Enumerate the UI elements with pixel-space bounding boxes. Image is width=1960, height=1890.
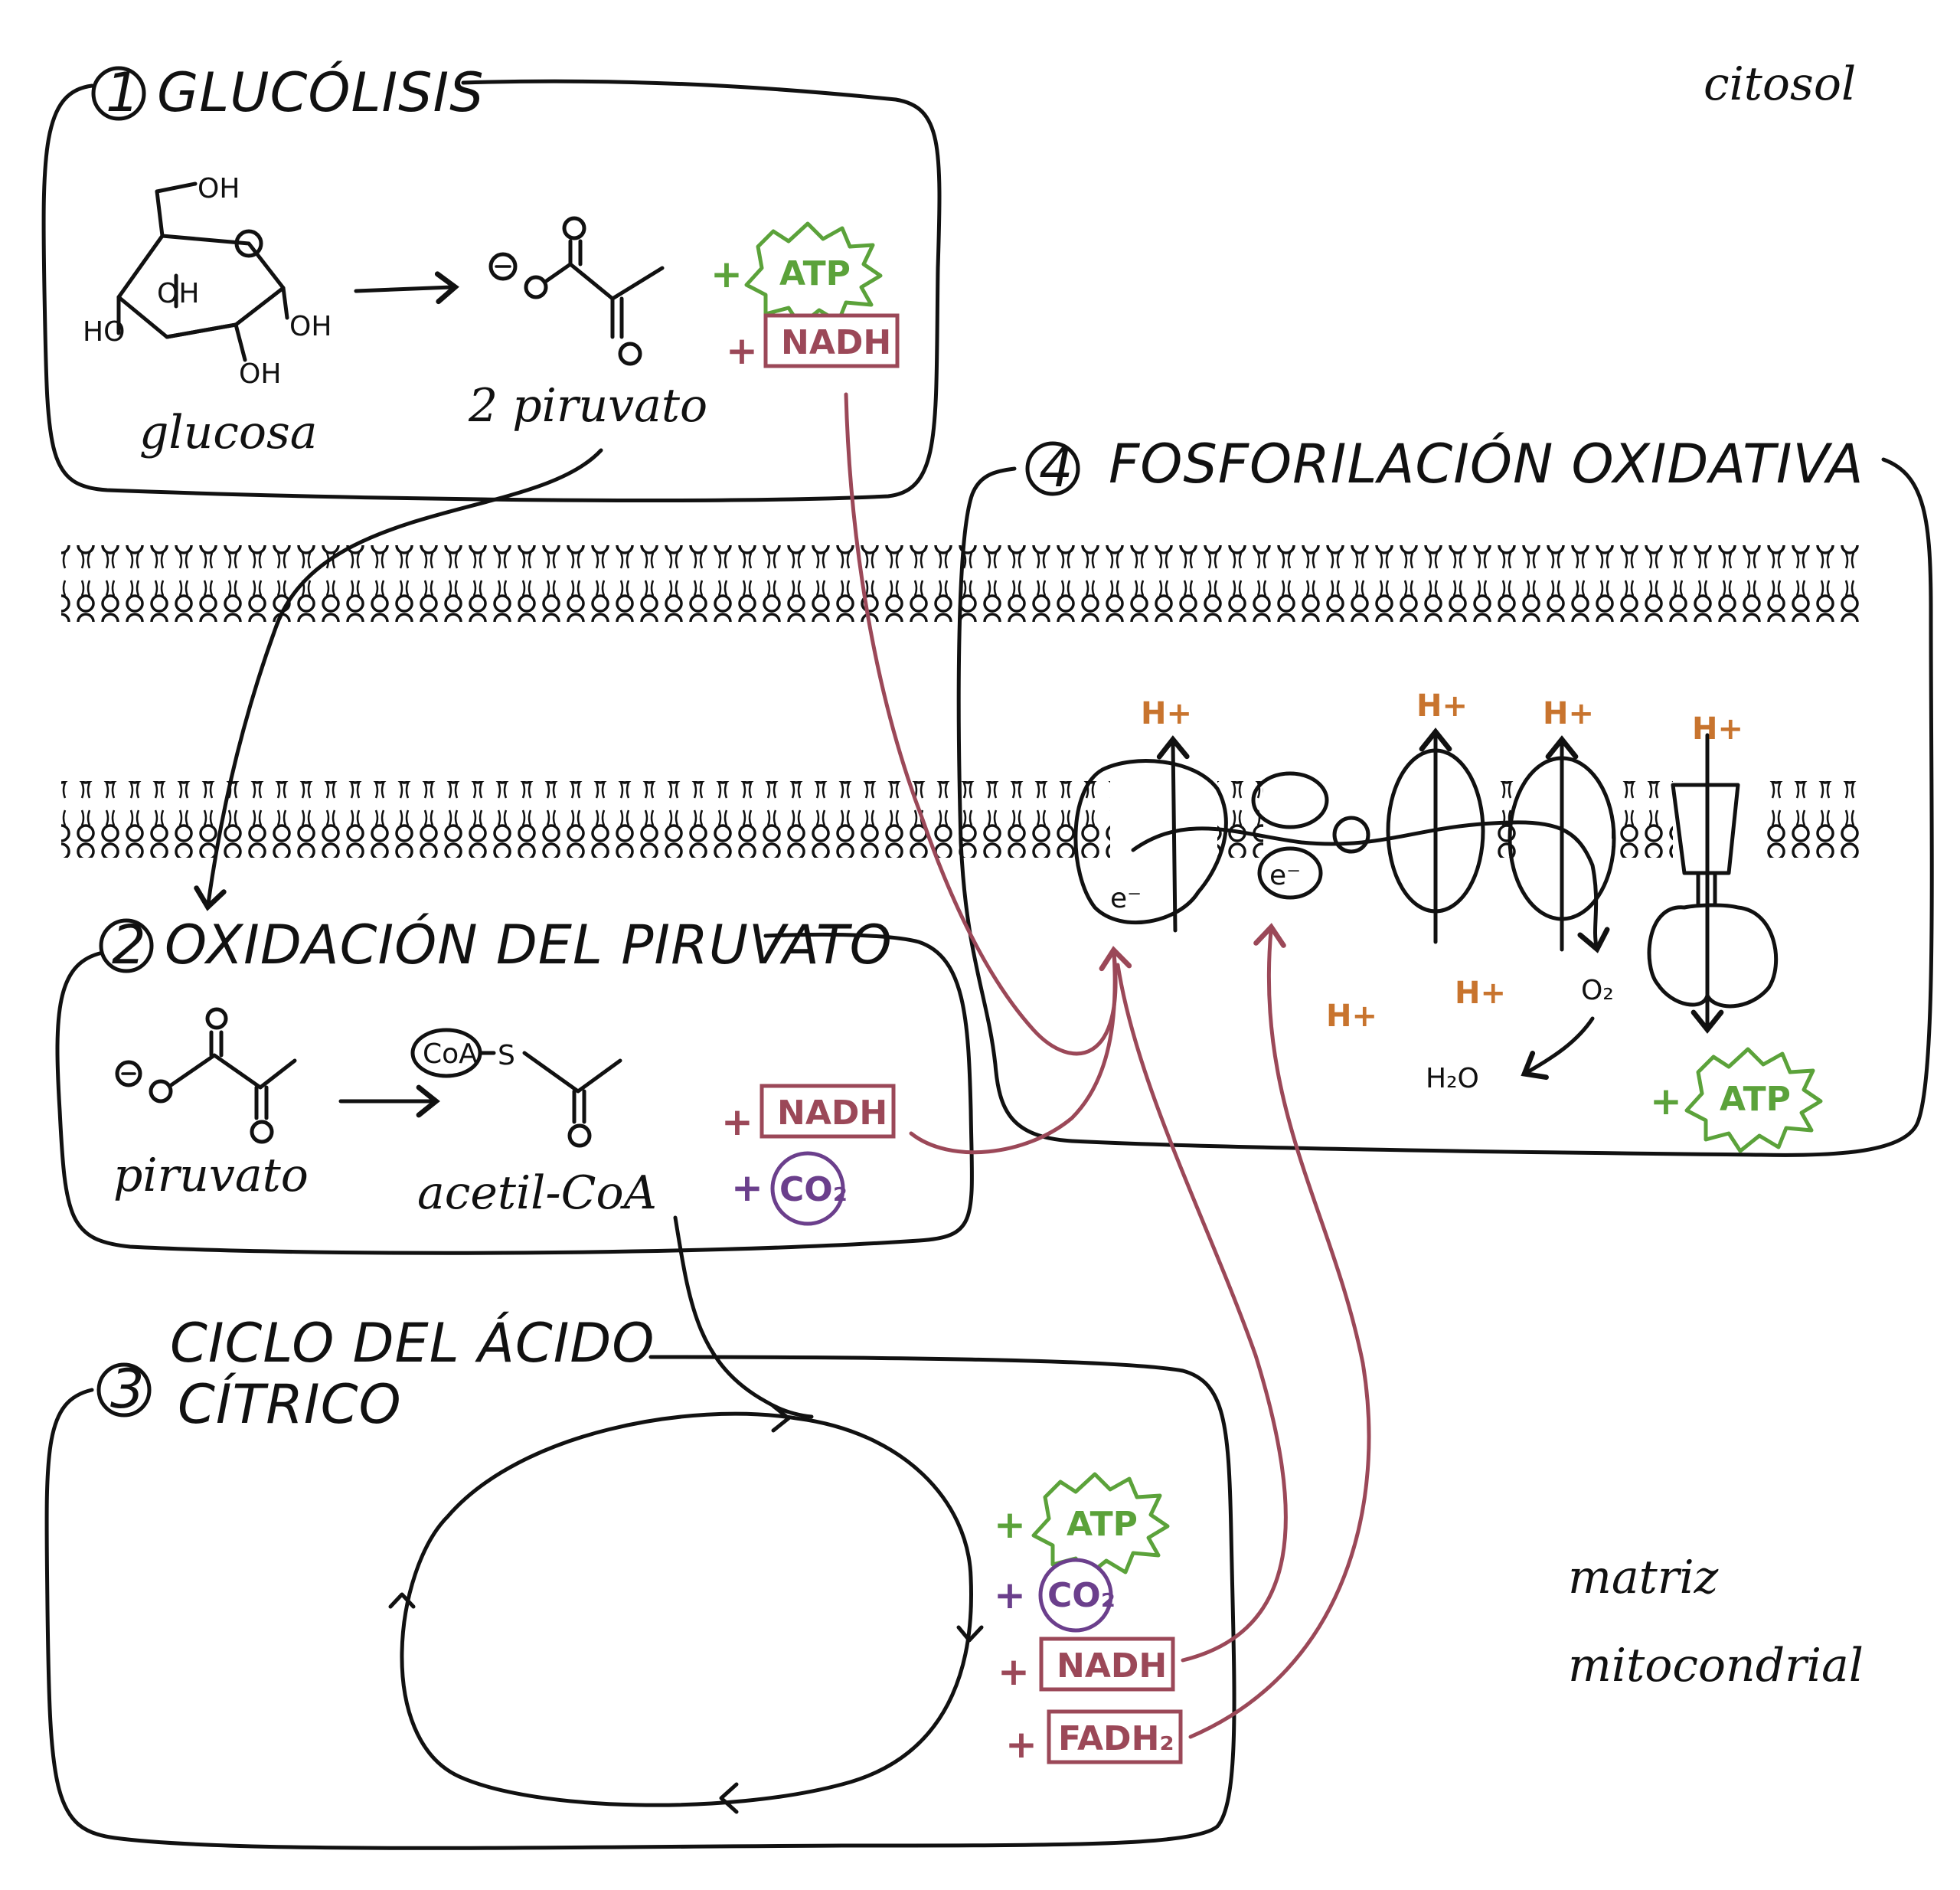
- output-plus-sign: +: [721, 1100, 753, 1144]
- inner-membrane: [61, 781, 1860, 858]
- proton-label: H+: [1416, 688, 1468, 724]
- acetyl-coa-label: acetil-CoA: [417, 1166, 657, 1220]
- proton-label: H+: [1692, 711, 1743, 747]
- stage-number-badge: [1025, 441, 1080, 496]
- oxidative-phosphorylation-box: 4 FOSFORILACIÓN OXIDATIVA e⁻ e⁻: [956, 433, 1934, 1157]
- oh-label: HO: [83, 316, 125, 348]
- complex-i: e⁻: [1073, 735, 1228, 933]
- co2-label: CO₂: [1047, 1576, 1116, 1615]
- proton-label: H+: [1326, 999, 1377, 1034]
- output-plus-sign: +: [994, 1573, 1026, 1617]
- stage-title: GLUCÓLISIS: [157, 61, 485, 124]
- acetyl-coa-transport-arrow: [673, 1215, 814, 1419]
- output-plus-sign: +: [726, 329, 758, 373]
- proton-label: H+: [1455, 976, 1506, 1011]
- co2-label: CO₂: [779, 1170, 848, 1209]
- output-plus-sign: +: [998, 1650, 1030, 1694]
- nadh-badge: NADH: [760, 1084, 896, 1139]
- proton-label: H+: [1141, 696, 1192, 731]
- atp-label: ATP: [779, 254, 851, 293]
- electron-label: e⁻: [1269, 860, 1301, 891]
- atp-synthase: [1647, 733, 1779, 1034]
- nadh-badge: NADH: [763, 313, 900, 368]
- coa-label: CoA: [423, 1038, 478, 1070]
- matrix-label-line1: matriz: [1568, 1551, 1719, 1604]
- proton-label: H+: [1543, 696, 1594, 731]
- matrix-label-line2: mitocondrial: [1568, 1639, 1864, 1692]
- nadh-cycle-arrow: [1116, 963, 1288, 1663]
- stage-title-line1: CICLO DEL ÁCIDO: [170, 1312, 655, 1375]
- output-plus-sign: +: [710, 252, 743, 296]
- nadh-badge: NADH: [1039, 1637, 1175, 1692]
- glycolysis-box: 1 GLUCÓLISIS OH OH HO OH OH glucosa: [41, 61, 942, 502]
- stage-title: FOSFORILACIÓN OXIDATIVA: [1109, 433, 1864, 495]
- cytosol-label: citosol: [1704, 57, 1856, 111]
- complex-ii: e⁻: [1251, 771, 1370, 900]
- fadh2-badge: FADH₂: [1047, 1709, 1183, 1764]
- cycle-loop: [388, 1404, 984, 1814]
- pyruvate-structure: [115, 1007, 297, 1144]
- complex-iv: [1508, 735, 1616, 952]
- stage-title-line2: CÍTRICO: [178, 1373, 402, 1436]
- output-plus-sign: +: [731, 1166, 763, 1210]
- fadh2-label: FADH₂: [1058, 1719, 1174, 1758]
- electron-label: e⁻: [1110, 883, 1142, 914]
- oh-label: OH: [157, 278, 199, 309]
- sulfur-label: S: [498, 1040, 515, 1071]
- pyruvate-structure: [488, 216, 665, 366]
- atp-badge: ATP: [1031, 1472, 1170, 1578]
- coenzyme-q: [1332, 816, 1370, 854]
- stage-number: 4: [1039, 437, 1074, 499]
- stage-title: OXIDACIÓN DEL PIRUVATO: [165, 914, 893, 976]
- complex-iii: [1386, 728, 1485, 944]
- output-plus-sign: +: [1650, 1079, 1682, 1123]
- reduction-arrow: [1521, 1016, 1595, 1081]
- pyruvate-label: piruvato: [113, 1149, 309, 1202]
- stage-number-badge: [91, 66, 146, 121]
- oxygen-label: O₂: [1581, 975, 1614, 1006]
- co2-badge: CO₂: [1038, 1558, 1116, 1633]
- nadh-pyruvate-oxidation-arrow: [909, 951, 1117, 1155]
- co2-badge: CO₂: [770, 1151, 848, 1226]
- nadh-label: NADH: [1057, 1646, 1167, 1686]
- atp-label: ATP: [1720, 1080, 1791, 1119]
- glucose-label: glucosa: [139, 406, 318, 459]
- stage-number: 1: [106, 61, 141, 124]
- stage-number: 2: [112, 914, 147, 976]
- output-plus-sign: +: [1005, 1722, 1037, 1767]
- glucose-structure: OH OH HO OH OH: [83, 173, 332, 390]
- fadh2-cycle-arrow: [1188, 923, 1371, 1739]
- acetyl-coa-structure: CoA S: [410, 1028, 622, 1148]
- nadh-label: NADH: [781, 323, 891, 362]
- atp-label: ATP: [1067, 1505, 1138, 1544]
- oh-label: OH: [198, 173, 240, 204]
- atp-badge: ATP: [744, 221, 883, 328]
- stage-number: 3: [110, 1358, 145, 1421]
- oh-label: OH: [239, 358, 281, 390]
- reaction-arrow: [354, 271, 459, 305]
- pyruvate-oxidation-box: 2 OXIDACIÓN DEL PIRUVATO piruvato CoA S: [55, 914, 974, 1255]
- output-plus-sign: +: [994, 1503, 1026, 1547]
- citric-acid-cycle-box: 3 CICLO DEL ÁCIDO CÍTRICO + ATP + CO₂ + …: [44, 1312, 1236, 1850]
- stage-number-badge: [96, 1362, 152, 1418]
- ring-oxygen: [234, 229, 263, 258]
- electron-transport-path: [1131, 820, 1610, 953]
- atp-badge: ATP: [1684, 1047, 1823, 1153]
- water-label: H₂O: [1426, 1063, 1479, 1094]
- nadh-glycolysis-arrow: [844, 392, 1132, 1056]
- pyruvate-label: 2 piruvato: [468, 379, 707, 433]
- nadh-label: NADH: [777, 1094, 887, 1133]
- stage-number-badge: [99, 918, 154, 973]
- pyruvate-transport-arrow: [194, 448, 603, 911]
- oh-label: OH: [289, 311, 332, 342]
